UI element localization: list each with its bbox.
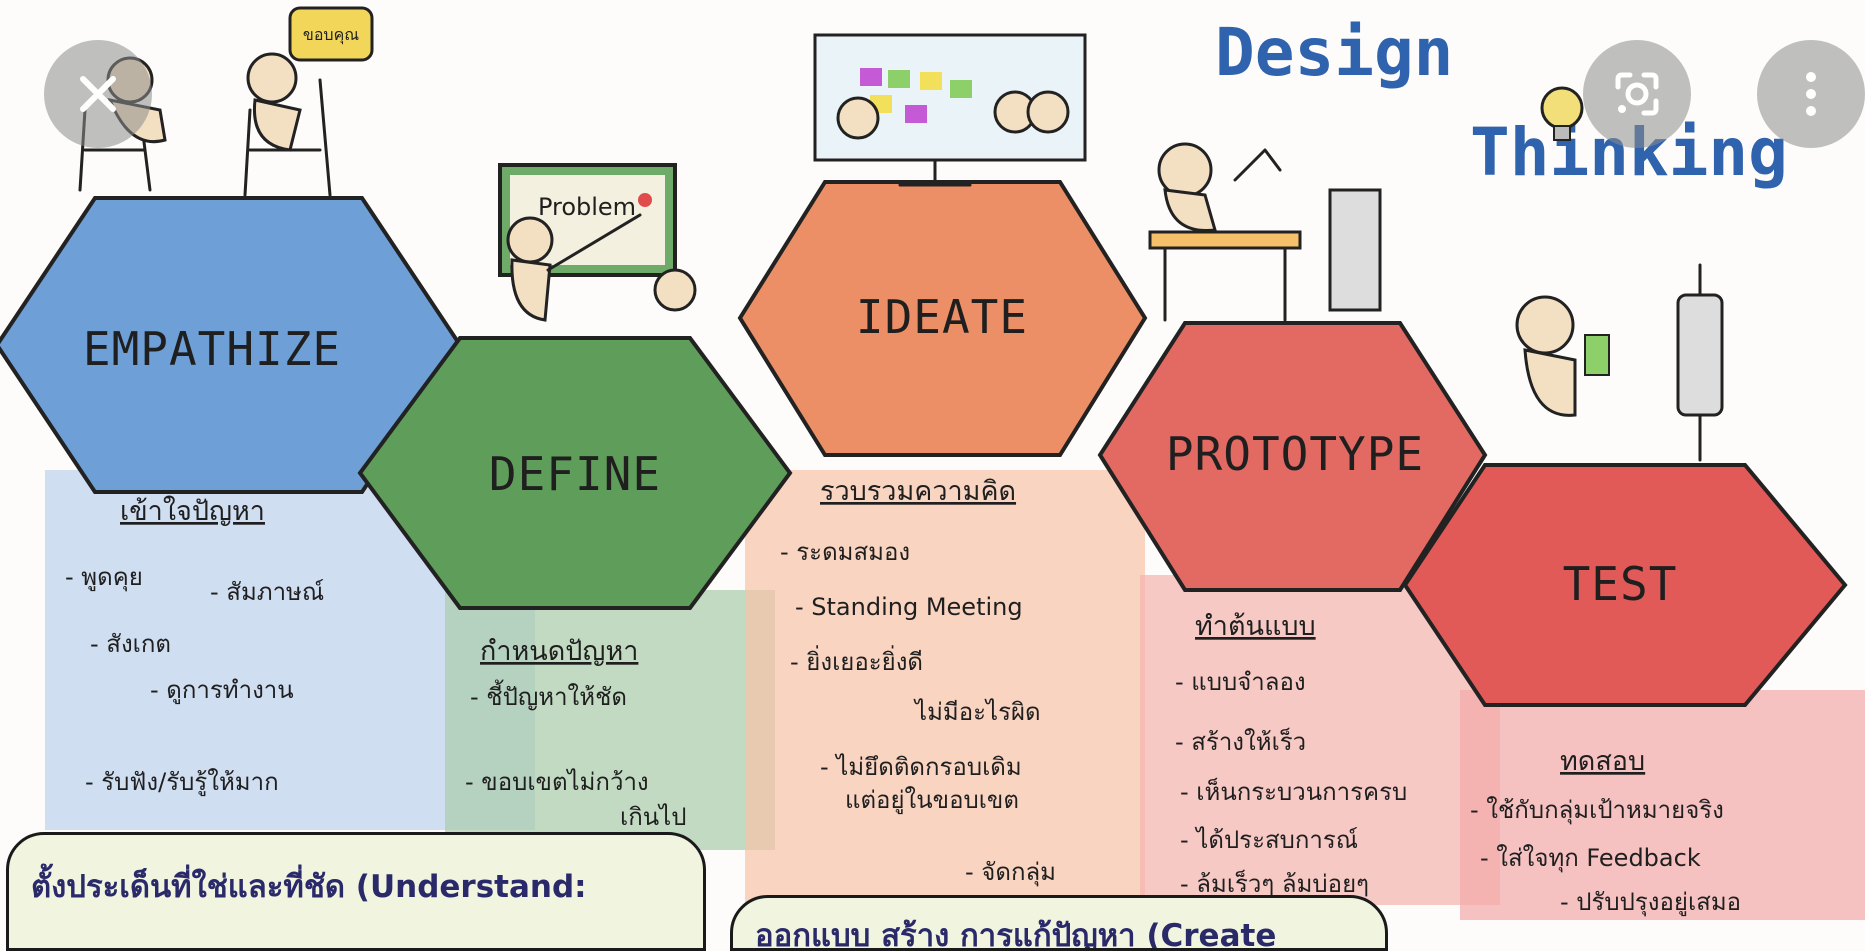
define-wash: [445, 590, 775, 850]
test-wash: [1460, 690, 1865, 920]
test-note: - ปรับปรุงอยู่เสมอ: [1560, 888, 1741, 917]
google-lens-button[interactable]: [1583, 40, 1691, 148]
prototype-note: - ล้มเร็วๆ ล้มบ่อยๆ: [1180, 869, 1369, 898]
define-callout: ตั้งประเด็นที่ใช่และที่ชัด (Understand:: [6, 832, 706, 951]
define-note: - ชี้ปัญหาให้ชัด: [470, 679, 627, 711]
more-vert-icon: [1806, 72, 1816, 116]
speech-bubble-text: ขอบคุณ: [303, 25, 359, 45]
test-note: - ใส่ใจทุก Feedback: [1480, 844, 1701, 873]
ideate-note: ไม่มีอะไรผิด: [913, 698, 1041, 726]
title-design: Design: [1215, 14, 1453, 91]
tester-illustration: [1515, 263, 1724, 462]
test-heading: ทดสอบ: [1560, 746, 1645, 777]
ideate-note: - ระดมสมอง: [780, 538, 910, 566]
prototype-heading: ทำต้นแบบ: [1195, 611, 1316, 642]
board-text: Problem: [538, 193, 636, 221]
empathize-note: - สังเกต: [90, 630, 171, 658]
ideas-board-illustration: [813, 33, 1087, 187]
empathize-note: - ดูการทำงาน: [150, 676, 294, 705]
prototype-note: - แบบจำลอง: [1175, 668, 1306, 696]
prototype-label: PROTOTYPE: [1166, 427, 1424, 481]
more-options-button[interactable]: [1757, 40, 1865, 148]
test-label: TEST: [1563, 557, 1678, 611]
lightbulb-icon: [1540, 86, 1584, 141]
ideate-wash: [745, 470, 1145, 910]
workbench-illustration: [1148, 142, 1382, 322]
define-label: DEFINE: [489, 447, 661, 501]
prototype-note: - สร้างให้เร็ว: [1175, 727, 1306, 756]
ideate-note: - ไม่ยึดติดกรอบเดิม: [820, 753, 1022, 781]
ideate-heading: รวบรวมความคิด: [820, 476, 1016, 507]
ideate-callout-text: ออกแบบ สร้าง การแก้ปัญหา (Create: [755, 918, 1277, 951]
empathize-note: - สัมภาษณ์: [210, 578, 324, 606]
define-note: - ขอบเขตไม่กว้าง: [465, 768, 649, 796]
define-heading: กำหนดปัญหา: [480, 636, 638, 667]
empathize-note: - รับฟัง/รับรู้ให้มาก: [85, 768, 279, 797]
prototype-note: - ได้ประสบการณ์: [1180, 826, 1358, 854]
ideate-note: - ยิ่งเยอะยิ่งดี: [790, 645, 923, 676]
google-lens-icon: [1615, 72, 1659, 116]
ideate-note: - Standing Meeting: [795, 593, 1023, 621]
empathize-note: - พูดคุย: [65, 563, 143, 592]
define-hexagon: [357, 336, 793, 610]
ideate-callout: ออกแบบ สร้าง การแก้ปัญหา (Create: [730, 895, 1388, 951]
problem-board-illustration: Problem: [498, 163, 697, 322]
empathize-hexagon: [0, 196, 463, 494]
define-note: เกินไป: [620, 803, 686, 831]
prototype-note: - เห็นกระบวนการครบ: [1180, 777, 1407, 806]
test-note: - ใช้กับกลุ่มเป้าหมายจริง: [1470, 796, 1724, 825]
close-button[interactable]: [44, 40, 152, 148]
ideate-note: แต่อยู่ในขอบเขต: [845, 786, 1019, 815]
close-icon: [80, 76, 116, 112]
ideate-label: IDEATE: [856, 290, 1028, 344]
empathize-heading: เข้าใจปัญหา: [120, 495, 265, 527]
prototype-hexagon: [1097, 321, 1488, 592]
ideate-note: - จัดกลุ่ม: [965, 858, 1056, 887]
interview-illustration: ขอบคุณ: [78, 6, 374, 197]
ideate-hexagon: [737, 180, 1148, 457]
define-callout-text: ตั้งประเด็นที่ใช่และที่ชัด (Understand:: [31, 869, 587, 905]
test-hexagon: [1402, 463, 1848, 707]
empathize-label: EMPATHIZE: [83, 322, 341, 376]
